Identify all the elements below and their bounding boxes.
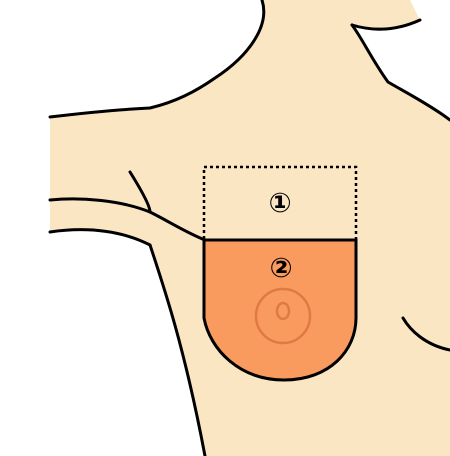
arm-upper-line [48,197,207,242]
right-breast-line [401,316,450,352]
nipple [275,301,291,321]
neck-fold-line [350,18,422,31]
armpit-crease-line [128,170,152,214]
areola-ring [254,287,312,345]
arm-lower-line [48,228,152,247]
torso-silhouette [50,0,450,456]
torso-side-line [148,243,207,456]
region-2-label: ② [270,253,293,284]
region-2-area [202,238,358,382]
region-1-label: ① [269,188,292,219]
neck-right-line [350,23,450,122]
neck-left-line [48,0,266,119]
region-1-box [202,165,358,242]
